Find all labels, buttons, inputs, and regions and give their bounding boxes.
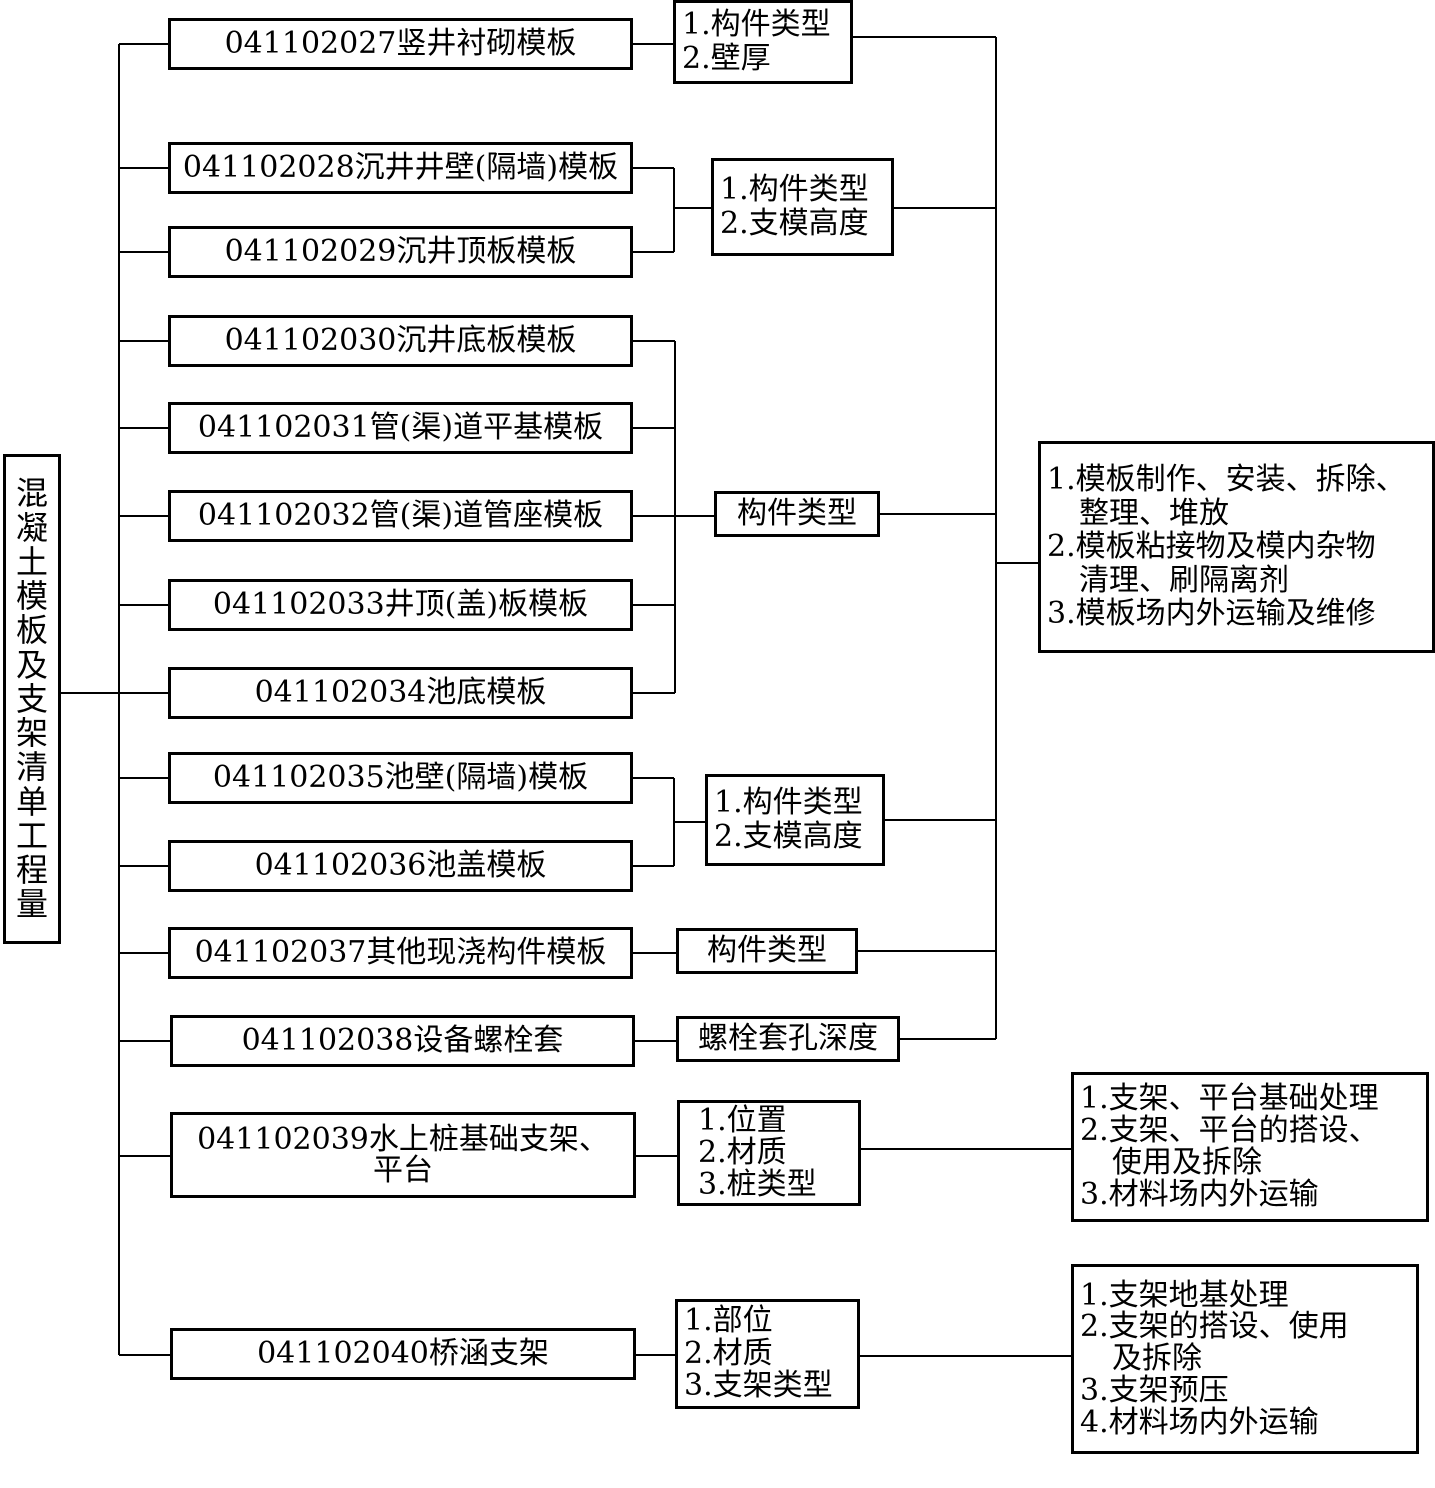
item-041102027: 041102027竖井衬砌模板: [168, 18, 633, 70]
feature-line: 2.支模高度: [720, 206, 869, 241]
work-line: 清理、刷隔离剂: [1079, 562, 1289, 598]
work-line: 3.支架预压: [1080, 1372, 1229, 1408]
feature-line: 2.壁厚: [682, 41, 771, 76]
work-line: 及拆除: [1112, 1341, 1202, 1377]
feature-line: 1.部位: [684, 1303, 773, 1339]
item-041102035: 041102035池壁(隔墙)模板: [168, 752, 633, 804]
root-char: 混: [15, 474, 48, 513]
root-char: 板: [15, 611, 48, 650]
item-041102036: 041102036池盖模板: [168, 840, 633, 892]
item-041102040: 041102040桥涵支架: [170, 1328, 636, 1380]
item-041102033: 041102033井顶(盖)板模板: [168, 579, 633, 631]
root-char: 模: [15, 577, 48, 616]
work-line: 2.模板粘接物及模内杂物: [1047, 529, 1376, 565]
work-line: 1.模板制作、安装、拆除、: [1047, 462, 1406, 498]
feature-line: 2.支模高度: [714, 819, 863, 854]
feature-line: 1.位置: [698, 1103, 787, 1139]
work-line: 2.支架的搭设、使用: [1080, 1309, 1349, 1345]
feature-line: 1.构件类型: [682, 7, 831, 43]
feature-line: 1.构件类型: [714, 785, 863, 821]
work-line: 4.材料场内外运输: [1080, 1404, 1319, 1440]
item-041102038: 041102038设备螺栓套: [170, 1015, 635, 1067]
work-line: 整理、堆放: [1079, 495, 1229, 531]
feature-line: 3.支架类型: [684, 1368, 833, 1404]
root-char: 量: [15, 885, 48, 924]
feature-box-3: 构件类型: [714, 491, 880, 537]
root-char: 清: [15, 748, 48, 787]
item-041102034: 041102034池底模板: [168, 667, 633, 719]
feature-line: 3.桩类型: [698, 1166, 817, 1202]
root-char: 土: [15, 542, 48, 581]
feature-line: 2.材质: [698, 1135, 787, 1171]
root-char: 工: [15, 816, 48, 855]
feature-box-5: 构件类型: [676, 928, 858, 974]
item-041102032: 041102032管(渠)道管座模板: [168, 490, 633, 542]
work-line: 1.支架地基处理: [1080, 1277, 1289, 1313]
feature-line: 1.构件类型: [720, 172, 869, 208]
feature-box-6: 螺栓套孔深度: [676, 1016, 900, 1062]
work-line: 使用及拆除: [1112, 1145, 1262, 1180]
root-char: 架: [15, 714, 48, 753]
work-line: 2.支架、平台的搭设、: [1080, 1113, 1379, 1149]
feature-line: 2.材质: [684, 1335, 773, 1371]
work-line: 3.模板场内外运输及维修: [1047, 596, 1376, 632]
item-041102037: 041102037其他现浇构件模板: [168, 927, 633, 979]
work-line: 3.材料场内外运输: [1080, 1176, 1319, 1212]
root-char: 及: [15, 645, 48, 684]
item-041102030: 041102030沉井底板模板: [168, 315, 633, 367]
item-041102031: 041102031管(渠)道平基模板: [168, 402, 633, 454]
item-041102028: 041102028沉井井壁(隔墙)模板: [168, 142, 633, 194]
work-line: 1.支架、平台基础处理: [1080, 1081, 1379, 1117]
root-char: 程: [15, 851, 48, 890]
item-041102029: 041102029沉井顶板模板: [168, 226, 633, 278]
root-char: 凝: [15, 508, 48, 547]
root-char: 支: [15, 679, 48, 718]
root-box: 混凝土模板及支架清单工程量: [3, 454, 61, 944]
root-char: 单: [15, 782, 48, 821]
item-041102039: 041102039水上桩基础支架、平台: [170, 1112, 636, 1198]
